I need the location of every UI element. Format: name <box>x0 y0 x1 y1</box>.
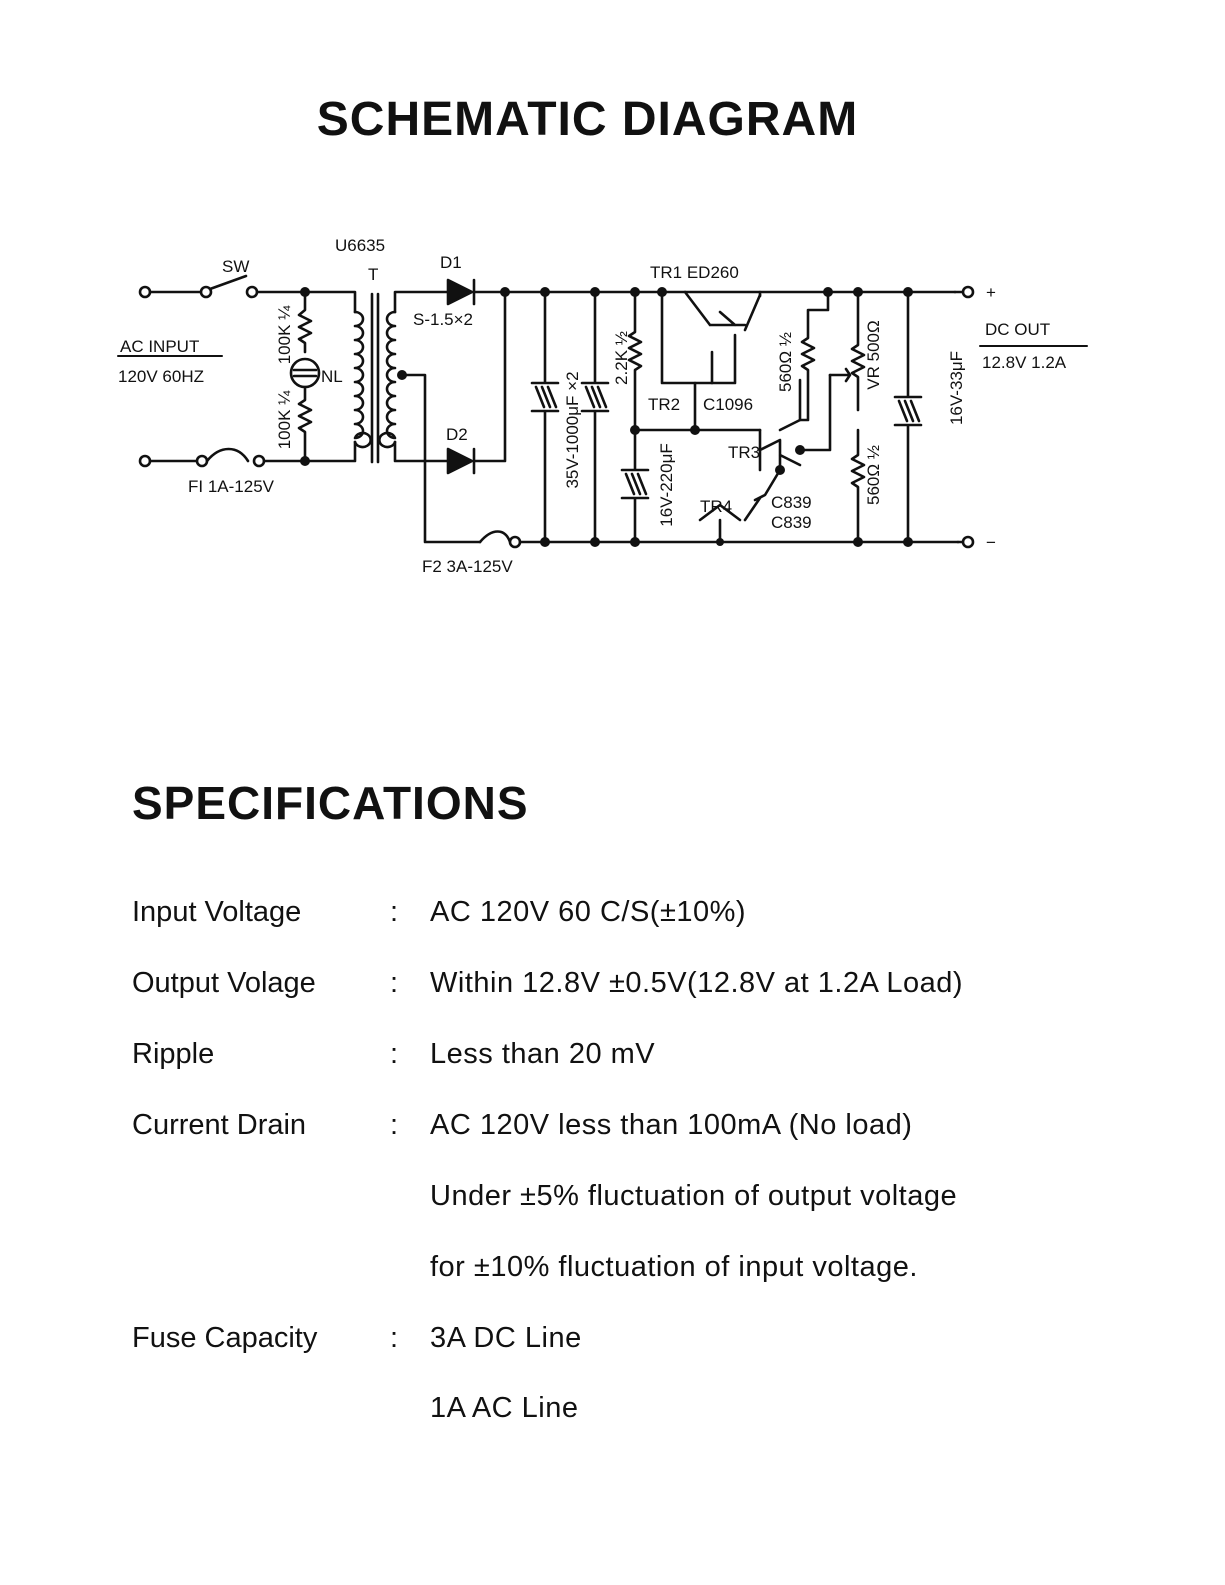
spec-label: Input Voltage <box>132 896 302 928</box>
label-plus: + <box>986 283 996 302</box>
ac-terminal-top <box>138 285 152 299</box>
label-tr4-part: C839 <box>771 513 812 532</box>
resistor-560-bottom <box>850 428 866 544</box>
schematic-diagram: SW U6635 T D1 D2 S-1.5×2 TR1 ED260 AC IN… <box>117 236 1088 576</box>
label-tr3: TR3 <box>728 443 760 462</box>
transformer-secondary <box>378 310 397 449</box>
label-tr2-part: C1096 <box>703 395 753 414</box>
label-diode-spec: S-1.5×2 <box>413 310 473 329</box>
cap-33uf <box>897 399 921 423</box>
dc-terminal-minus <box>961 535 975 549</box>
label-r-lower: 100K ¼ <box>275 390 294 449</box>
label-cap-33: 16V-33μF <box>947 351 966 425</box>
label-cap-220: 16V-220μF <box>657 443 676 527</box>
spec-value: AC 120V less than 100mA (No load) <box>430 1109 913 1141</box>
label-r-2k2: 2.2K ½ <box>612 331 631 385</box>
label-ac-input-spec: 120V 60HZ <box>118 367 204 386</box>
switch-lever <box>208 274 248 291</box>
transformer-core <box>370 292 380 464</box>
spec-value: Less than 20 mV <box>430 1038 656 1070</box>
ac-terminal-bottom <box>138 454 152 468</box>
label-tr2: TR2 <box>648 395 680 414</box>
specifications-heading: SPECIFICATIONS <box>132 777 529 829</box>
label-cap-main: 35V-1000μF ×2 <box>563 371 582 488</box>
label-dc-out: DC OUT <box>985 320 1050 339</box>
label-fuse2: F2 3A-125V <box>422 557 513 576</box>
label-r-560-bottom: 560Ω ½ <box>864 445 883 505</box>
fuse2-symbol <box>478 530 512 544</box>
spec-value: Within 12.8V ±0.5V(12.8V at 1.2A Load) <box>430 967 964 999</box>
spec-colon: : <box>390 1038 399 1070</box>
cap-1000uf-b <box>584 385 608 409</box>
label-r-upper: 100K ¼ <box>275 305 294 364</box>
label-transformer: T <box>368 265 378 284</box>
spec-label: Output Volage <box>132 967 316 999</box>
spec-value: 1A AC Line <box>430 1392 579 1424</box>
label-r-560-top: 560Ω ½ <box>776 332 795 392</box>
label-transformer-model: U6635 <box>335 236 385 255</box>
label-d1: D1 <box>440 253 462 272</box>
page-title: SCHEMATIC DIAGRAM <box>316 93 859 146</box>
variable-resistor <box>850 290 866 412</box>
label-nl: NL <box>321 367 343 386</box>
label-tr1: TR1 ED260 <box>650 263 739 282</box>
spec-value: Under ±5% fluctuation of output voltage <box>430 1180 958 1212</box>
resistor-2k2 <box>627 290 643 432</box>
neon-lamp <box>289 357 321 389</box>
label-minus: − <box>986 533 996 552</box>
transformer-primary <box>353 310 372 449</box>
label-fuse1: FI 1A-125V <box>188 477 275 496</box>
label-vr: VR 500Ω <box>864 320 883 389</box>
spec-colon: : <box>390 1322 399 1354</box>
diode-d2 <box>446 447 474 475</box>
dc-terminal-plus <box>961 285 975 299</box>
resistor-100k-upper <box>297 290 313 354</box>
cap-1000uf-a <box>534 385 558 409</box>
label-dc-out-spec: 12.8V 1.2A <box>982 353 1067 372</box>
label-tr3-part: C839 <box>771 493 812 512</box>
spec-colon: : <box>390 967 399 999</box>
spec-value: AC 120V 60 C/S(±10%) <box>430 896 747 928</box>
tr1-transistor <box>683 290 762 332</box>
spec-label: Current Drain <box>132 1109 307 1141</box>
resistor-100k-lower <box>297 385 313 463</box>
label-tr4: TR4 <box>700 497 732 516</box>
spec-label: Ripple <box>132 1038 215 1070</box>
label-ac-input: AC INPUT <box>120 337 199 356</box>
label-d2: D2 <box>446 425 468 444</box>
diode-d1 <box>446 278 474 306</box>
spec-colon: : <box>390 896 399 928</box>
spec-colon: : <box>390 1109 399 1141</box>
spec-value: for ±10% fluctuation of input voltage. <box>430 1251 918 1283</box>
label-sw: SW <box>222 257 249 276</box>
spec-label: Fuse Capacity <box>132 1322 318 1354</box>
spec-value: 3A DC Line <box>430 1322 582 1354</box>
fuse1-symbol <box>205 447 250 463</box>
cap-220uf <box>624 472 648 496</box>
